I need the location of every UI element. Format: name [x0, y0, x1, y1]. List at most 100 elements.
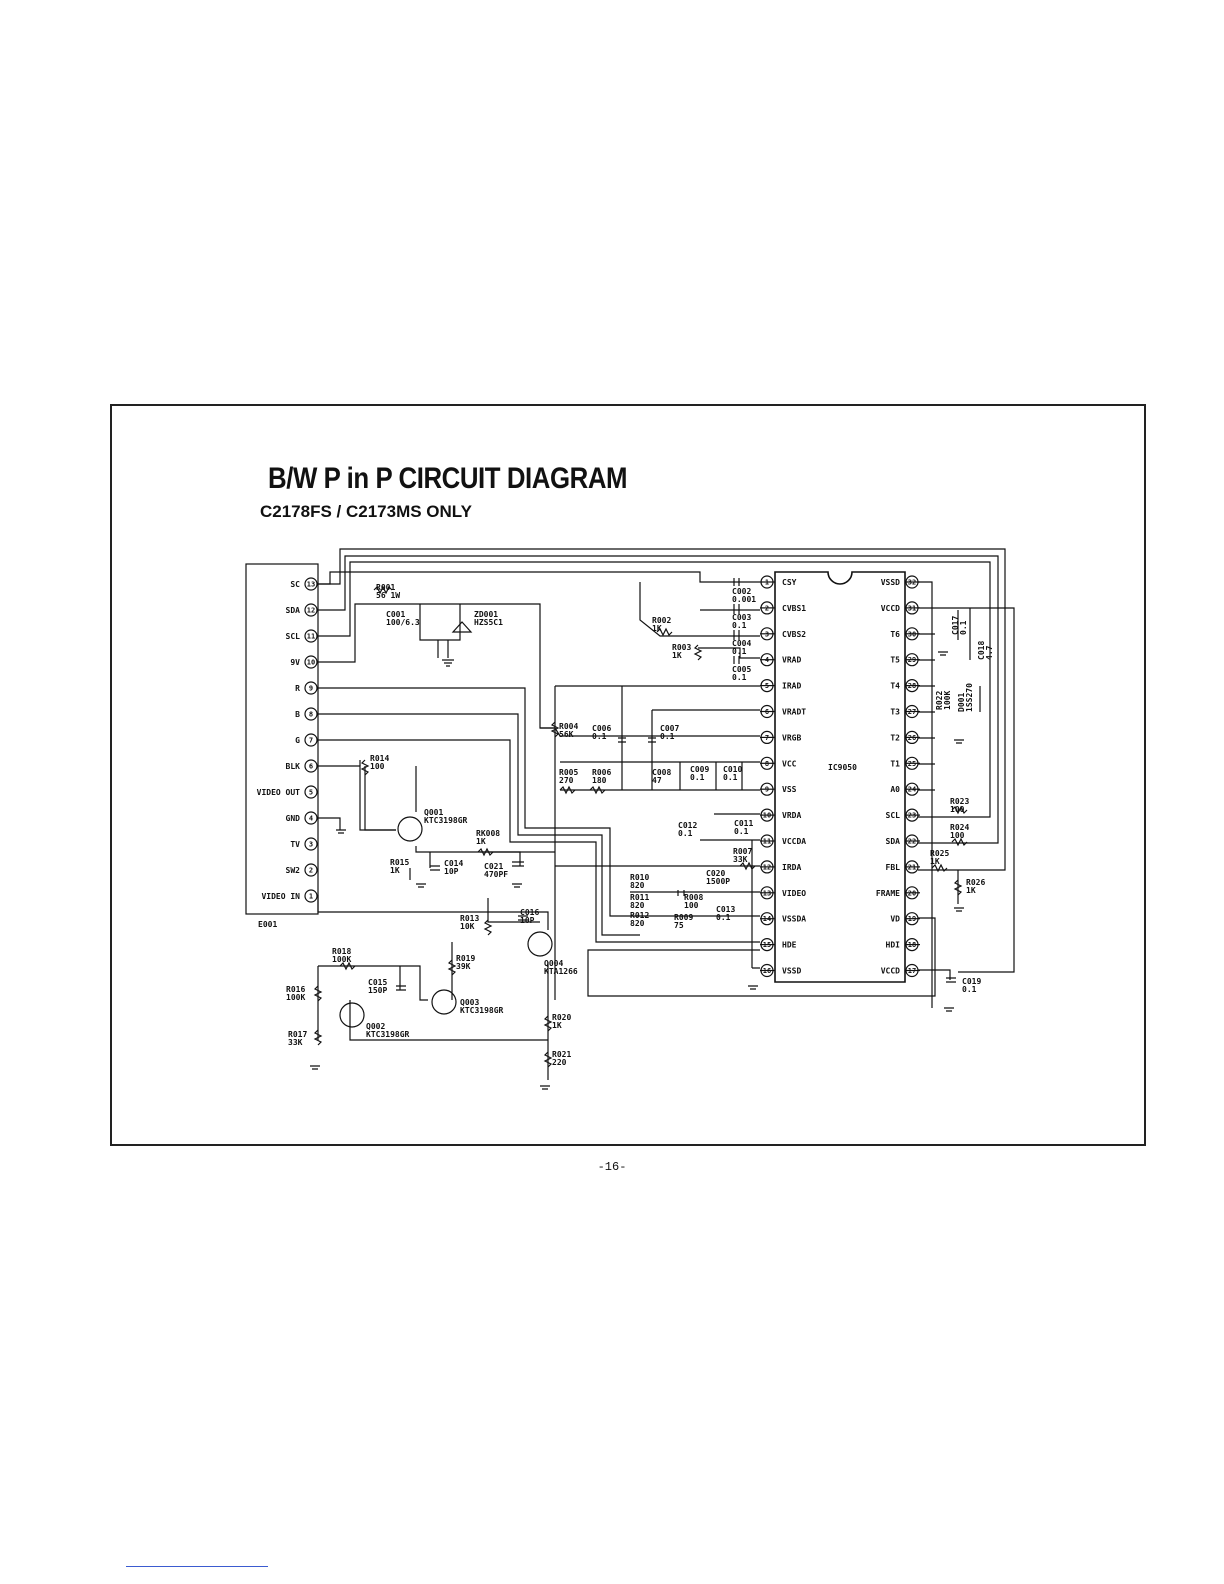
- page-number: -16-: [597, 1160, 627, 1174]
- connector-pin-number: 12: [307, 607, 315, 615]
- ic-pin-circle: [760, 886, 774, 900]
- component-ref: R001: [376, 583, 395, 592]
- ic-pin-name: SDA: [886, 837, 901, 846]
- connector-pin-name: GND: [286, 814, 301, 823]
- ic-pin-name: T2: [890, 733, 900, 742]
- component-ref: Q002: [366, 1022, 385, 1031]
- component-value: 100K: [943, 691, 952, 710]
- connector-pin-circle: [304, 629, 318, 643]
- ic-pin-circle: [760, 627, 774, 641]
- component-ref: R025: [930, 849, 949, 858]
- connector-pin-name: SC: [290, 580, 300, 589]
- ic-pin-number: 15: [763, 941, 771, 949]
- ic-pin-number: 25: [908, 760, 916, 768]
- ic-pin-number: 22: [908, 838, 916, 846]
- connector-pin-circle: [304, 863, 318, 877]
- component-value: 100: [950, 831, 965, 840]
- ic-pin-number: 20: [908, 889, 916, 897]
- ic-pin-circle: [905, 860, 919, 874]
- connector-pin-name: R: [295, 684, 300, 693]
- ic-pin-number: 29: [908, 656, 916, 664]
- ic-pin-name: T1: [890, 759, 900, 768]
- ic-pin-name: VCCD: [881, 967, 900, 976]
- component-value: 220: [552, 1058, 567, 1067]
- connector-pin-circle: [304, 785, 318, 799]
- connector-pin-circle: [304, 759, 318, 773]
- component-value: 0.1: [732, 673, 747, 682]
- connector-e001-body: [245, 563, 319, 915]
- connector-pin-number: 9: [309, 685, 313, 693]
- component-ref: C005: [732, 665, 751, 674]
- component-value: 0.1: [732, 621, 747, 630]
- component-ref: R017: [288, 1030, 307, 1039]
- ic-pin-number: 6: [765, 708, 769, 716]
- component-value: 0.1: [723, 773, 738, 782]
- connector-pin-circle: [304, 577, 318, 591]
- component-value: 180: [592, 776, 607, 785]
- ic-pin-circle: [760, 782, 774, 796]
- connector-pin-circle: [304, 707, 318, 721]
- connector-pin-circle: [304, 733, 318, 747]
- component-ref: C002: [732, 587, 751, 596]
- component-value: 0.1: [734, 827, 749, 836]
- connector-pin-number: 3: [309, 841, 313, 849]
- ic-pin-circle: [760, 601, 774, 615]
- component-ref: C011: [734, 819, 753, 828]
- component-value: 0.1: [678, 829, 693, 838]
- ic-pin-number: 8: [765, 760, 769, 768]
- component-value: 10P: [520, 916, 535, 925]
- component-ref: C003: [732, 613, 751, 622]
- component-ref: R022: [935, 691, 944, 710]
- component-value: 33K: [288, 1038, 303, 1047]
- ic-ref: IC9050: [828, 763, 857, 772]
- ic-pin-circle: [760, 730, 774, 745]
- component-value: KTA1266: [544, 967, 578, 976]
- ic-pin-number: 14: [763, 915, 771, 923]
- ic-pin-name: VRADT: [782, 708, 806, 717]
- connector-pin-number: 11: [307, 633, 315, 641]
- ic-pin-number: 19: [908, 915, 916, 923]
- ic-pin-name: VSSD: [881, 578, 900, 587]
- ic-pin-number: 17: [908, 967, 916, 975]
- footer-rule: [126, 1566, 268, 1567]
- component-value: 10K: [460, 922, 475, 931]
- ic-pin-circle: [760, 704, 774, 719]
- connector-pin-number: 8: [309, 711, 313, 719]
- component-ref: C019: [962, 977, 981, 986]
- ic-pin-circle: [760, 678, 774, 693]
- ic-pin-number: 28: [908, 682, 916, 690]
- ic-pin-number: 10: [763, 812, 771, 820]
- component-ref: C016: [520, 908, 539, 917]
- ic-pin-name: HDI: [886, 941, 901, 950]
- diagram-subtitle: C2178FS / C2173MS ONLY: [260, 502, 472, 521]
- component-value: 47: [652, 776, 662, 785]
- ic-pin-name: CVBS1: [782, 604, 806, 613]
